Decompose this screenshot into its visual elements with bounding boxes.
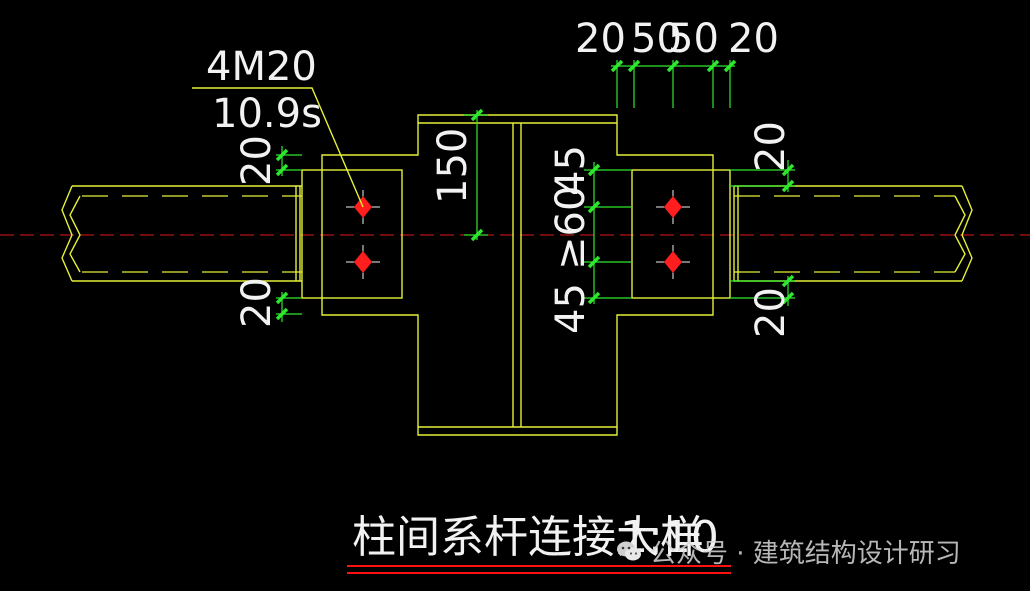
right-end-plate <box>631 169 731 299</box>
bolt-right-upper <box>656 190 690 224</box>
column-section <box>321 114 714 436</box>
bolt-spacing-dimension: 45 ≥60 45 <box>548 145 632 334</box>
dim-bolt-spacing-60: ≥60 <box>548 186 594 270</box>
left-end-plate <box>301 169 403 299</box>
dim-bolt-edge-bottom-45: 45 <box>548 283 594 334</box>
watermark: 公众号 · 建筑结构设计研习 <box>616 530 961 572</box>
dim-left-bottom-20: 20 <box>234 277 280 328</box>
dim-top-50-right: 50 <box>668 16 719 62</box>
dim-left-top-20: 20 <box>234 135 280 186</box>
dim-top-20-right: 20 <box>728 16 779 62</box>
left-edge-dimensions: 20 20 <box>234 135 302 328</box>
bolt-grade-label: 10.9s <box>212 91 322 137</box>
bolt-group <box>346 190 690 279</box>
bolt-callout: 4M20 10.9s <box>192 44 364 208</box>
bolt-right-lower <box>656 245 690 279</box>
plate-height-dimension: 150 <box>430 108 488 242</box>
right-tie-rod <box>733 185 973 282</box>
dim-bolt-edge-top-45: 45 <box>548 145 594 196</box>
title-text: 柱间系杆连接大样 <box>352 512 704 563</box>
watermark-text: 公众号 · 建筑结构设计研习 <box>650 538 961 569</box>
dim-right-bottom-20: 20 <box>748 287 794 338</box>
dim-right-top-20: 20 <box>748 121 794 172</box>
top-dimension-chain: 20 50 50 20 <box>575 16 779 108</box>
right-edge-dimensions: 20 20 <box>730 121 795 338</box>
dim-plate-150: 150 <box>430 128 476 204</box>
dim-top-20-left: 20 <box>575 16 626 62</box>
bolt-left-lower <box>346 245 380 279</box>
dim-top-50-left: 50 <box>631 16 682 62</box>
left-tie-rod <box>61 185 302 282</box>
drawing-title: 柱间系杆连接大样 1:10 <box>347 512 731 574</box>
wechat-icon <box>617 541 641 561</box>
bolt-spec-label: 4M20 <box>206 44 317 90</box>
